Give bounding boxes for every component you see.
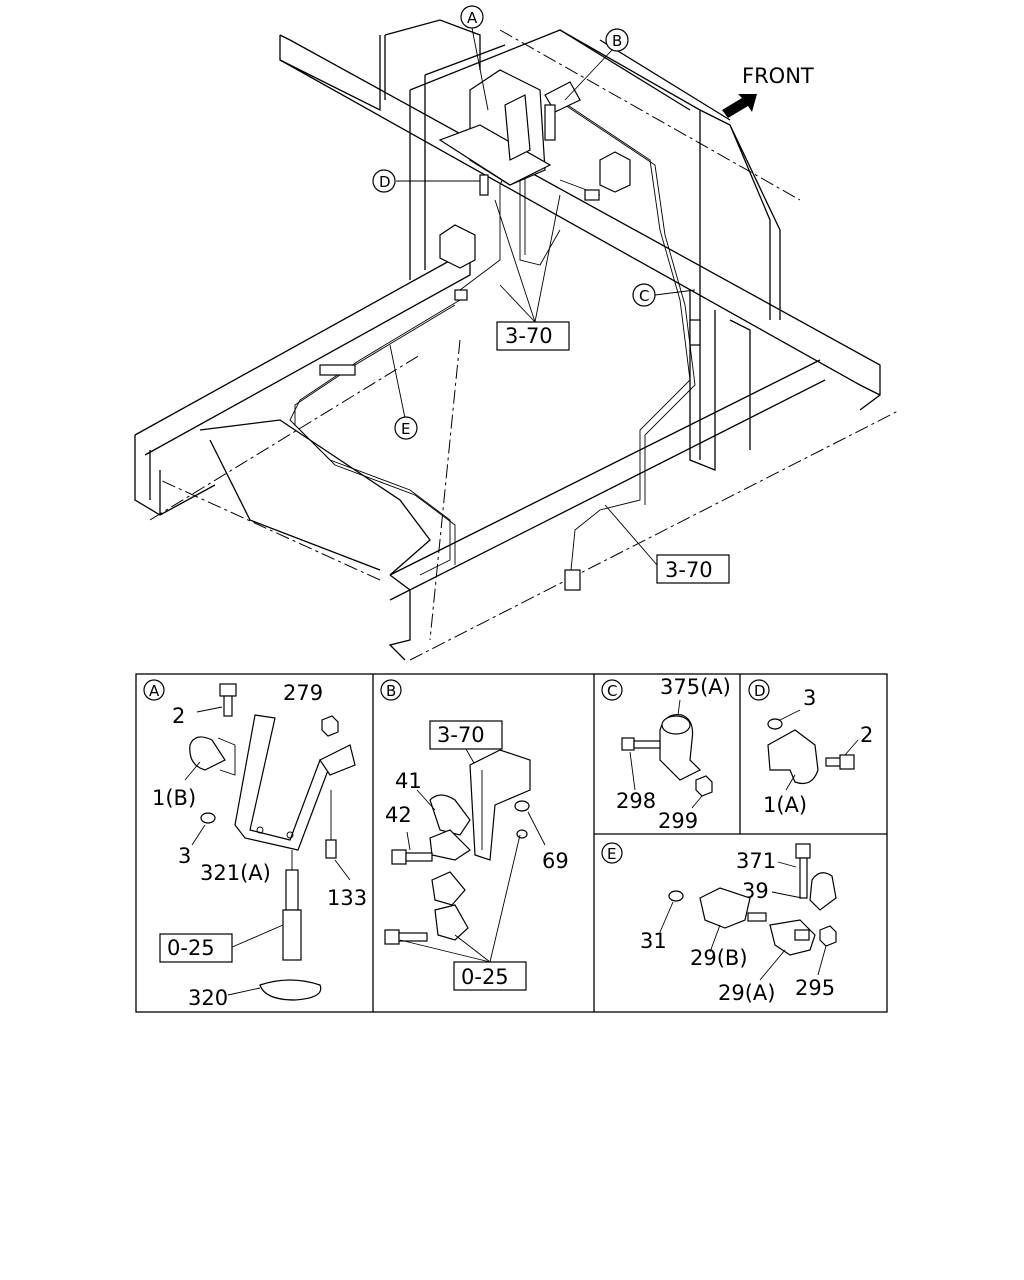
panel-b-letter: B [386,682,396,700]
panel-e-label-5: 295 [795,976,835,1000]
callout-d-letter: D [379,173,391,191]
panel-d-label-2: 1(A) [763,793,807,817]
panel-c-label-2: 299 [658,809,698,833]
panel-b-label-2: 69 [542,849,569,873]
callout-b-letter: B [612,32,622,50]
overview-callouts: A B D C E 3-70 3-70 [372,5,730,584]
panel-b-ref-box-0-25 [453,961,527,991]
panel-e-badge [601,842,623,864]
panel-a-letter: A [149,682,160,700]
panel-c-letter: C [607,682,617,700]
panel-e-label-4: 29(A) [718,981,775,1005]
panel-a-ref-0-25: 0-25 [167,936,215,960]
panel-a-label-4: 321(A) [200,861,271,885]
detail-panel-c: C 375(A) 298 299 [601,675,731,833]
front-arrow-icon [722,94,757,118]
ref-box-3-70-top [496,321,570,351]
panel-a-label-0: 2 [172,704,185,728]
panel-c-label-1: 298 [616,789,656,813]
panel-a-label-2: 1(B) [152,786,196,810]
panel-b-label-0: 41 [395,769,422,793]
detail-panel-a: A 2 1(B) 3 321(A) 279 133 0-25 [143,679,367,1010]
front-label: FRONT [742,64,814,88]
callout-b [605,28,629,52]
detail-panel-b: B 3-70 41 42 69 0-25 [380,679,569,991]
panel-b-ref-0-25: 0-25 [461,965,509,989]
panel-e-letter: E [607,845,616,863]
callout-c [632,283,656,307]
ref-box-3-70-bottom [656,554,730,584]
panel-e-label-2: 31 [640,929,667,953]
panel-e-label-0: 371 [736,849,776,873]
panel-b-ref-box-3-70 [429,720,503,750]
detail-panels-frame [135,673,888,1013]
detail-panel-d: D 3 2 1(A) [748,679,873,817]
detail-panel-e: E 371 39 31 29(B) 29(A) 295 [601,842,837,1005]
chassis-frame [134,19,901,661]
panel-d-badge [748,679,770,701]
callout-a [460,5,484,29]
ref-3-70-top: 3-70 [505,324,553,348]
callout-c-letter: C [639,287,649,305]
panel-a-label-5: 133 [327,886,367,910]
panel-d-label-0: 3 [803,686,816,710]
panel-a-label-tail: 320 [188,986,228,1010]
callout-e-letter: E [401,420,410,438]
panel-d-letter: D [754,682,766,700]
panel-c-label-0: 375(A) [660,675,731,699]
callout-a-letter: A [467,9,478,27]
panel-e-label-3: 29(B) [690,946,748,970]
panel-a-ref-box [159,933,233,963]
valve-units [319,69,701,591]
panel-d-label-1: 2 [860,723,873,747]
panel-b-badge [380,679,402,701]
panel-a-badge [143,679,165,701]
panel-b-ref-3-70: 3-70 [437,723,485,747]
front-indicator: FRONT [722,64,814,118]
panel-c-badge [601,679,623,701]
panel-a-label-1: 279 [283,681,323,705]
callout-d [372,169,396,193]
callout-e [394,416,418,440]
panel-a-label-3: 3 [178,844,191,868]
ref-3-70-bottom: 3-70 [665,558,713,582]
panel-b-label-1: 42 [385,803,412,827]
